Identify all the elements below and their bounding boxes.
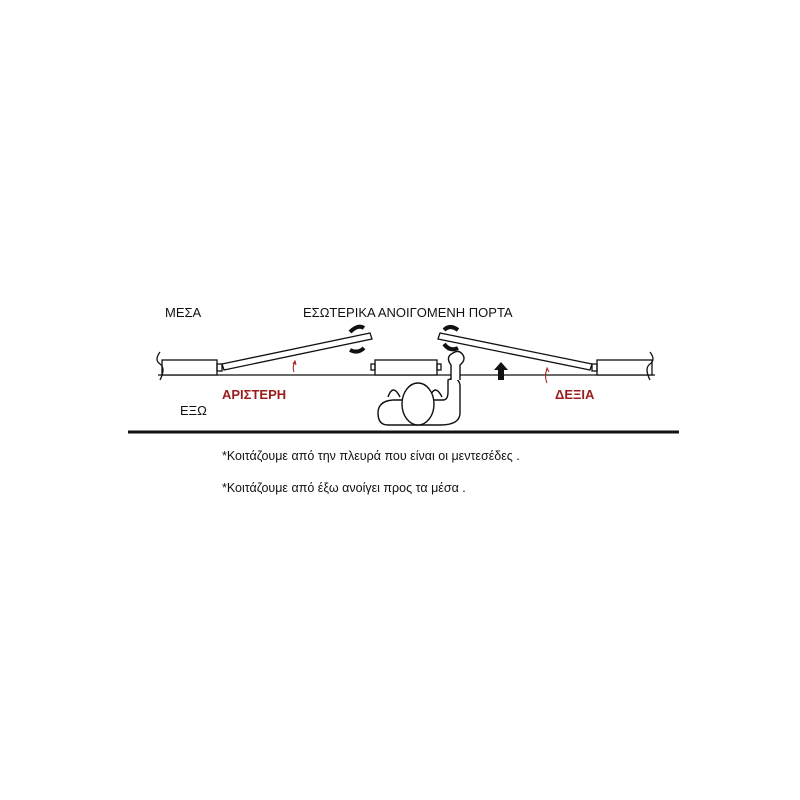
right-door-label: ΔΕΞΙΑ: [555, 387, 595, 402]
up-arrow-icon: [494, 362, 508, 380]
left-handle-icon: [348, 324, 366, 354]
right-door: [437, 325, 593, 371]
right-handle-icon: [442, 325, 460, 352]
note-opens-inward: *Κοιτάζουμε από έξω ανοίγει προς τα μέσα…: [222, 481, 466, 495]
left-door-label: ΑΡΙΣΤΕΡΗ: [222, 387, 286, 402]
left-swing-arrow-icon: [292, 359, 297, 373]
diagram-title: ΕΣΩΤΕΡΙΚΑ ΑΝΟΙΓΟΜΕΝΗ ΠΟΡΤΑ: [303, 305, 513, 320]
inside-label: ΜΕΣΑ: [165, 305, 202, 320]
note-hinge-side: *Κοιτάζουμε από την πλευρά που είναι οι …: [222, 449, 520, 463]
person-icon: [377, 350, 465, 426]
left-door: [221, 324, 373, 371]
right-swing-arrow-icon: [545, 366, 550, 384]
wall: [156, 351, 655, 381]
outside-label: ΕΞΩ: [180, 403, 207, 418]
